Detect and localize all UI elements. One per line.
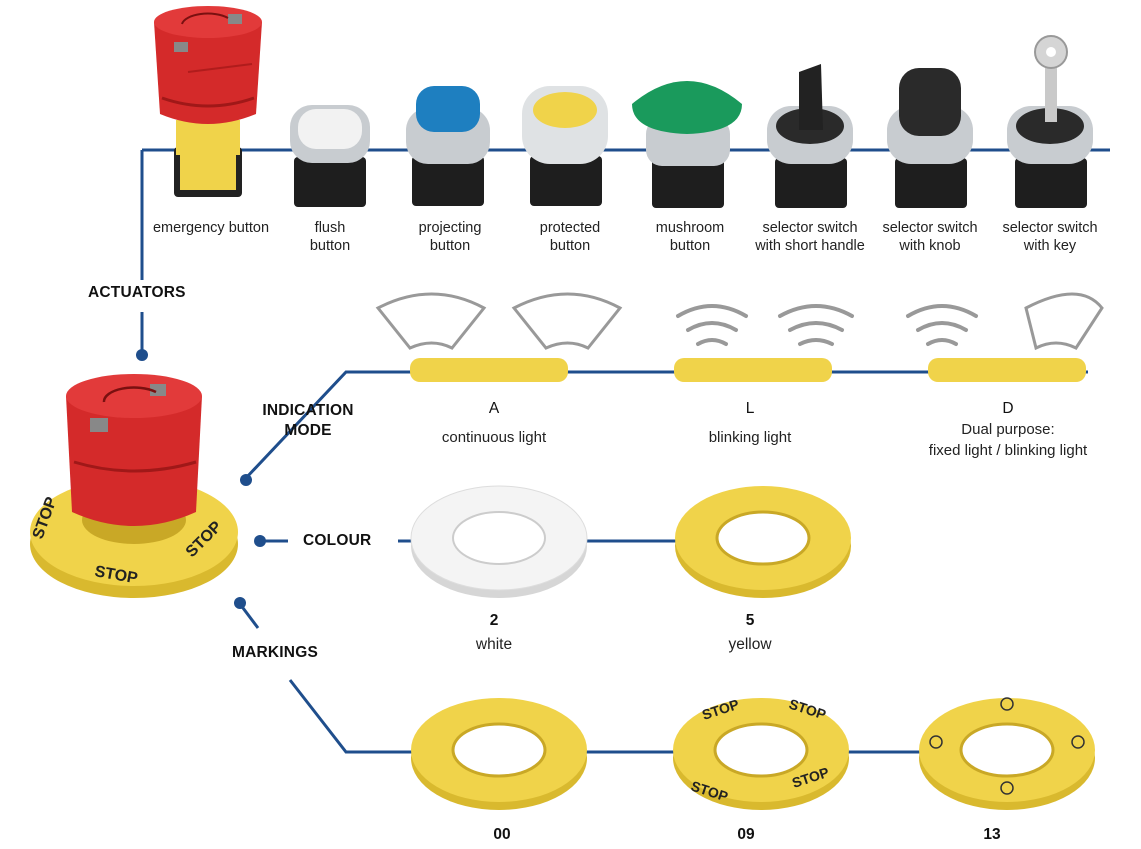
mode-label-d: Dual purpose: fixed light / blinking lig… xyxy=(928,421,1088,459)
emergency-button-image xyxy=(154,6,262,197)
actuator-label-emergency: emergency button xyxy=(152,220,270,236)
white-ring-image xyxy=(410,485,588,598)
markings-dot xyxy=(234,597,246,609)
protected-button-image xyxy=(522,86,608,206)
colour-dot xyxy=(254,535,266,547)
indication-dot xyxy=(240,474,252,486)
mode-code-l: L xyxy=(745,400,755,417)
marking-00-ring xyxy=(411,698,587,810)
marking-code-00: 00 xyxy=(493,826,511,843)
marking-13-ring xyxy=(919,697,1095,810)
marking-09-ring: STOP STOP STOP STOP xyxy=(673,696,849,810)
marking-code-09: 09 xyxy=(737,826,755,843)
indication-line xyxy=(244,370,1088,480)
mode-label-a: continuous light xyxy=(441,429,547,446)
selector-short-handle-image xyxy=(767,64,853,208)
mode-code-d: D xyxy=(1002,400,1014,417)
markings-line xyxy=(288,679,1000,754)
colour-code-5: 5 xyxy=(745,612,755,629)
section-actuators: ACTUATORS xyxy=(88,284,186,301)
indication-graphics xyxy=(375,292,1104,382)
selector-knob-image xyxy=(887,68,973,208)
mode-code-a: A xyxy=(488,400,500,417)
colour-name-white: white xyxy=(475,636,513,653)
light-wedge-icon xyxy=(375,292,487,350)
mushroom-button-image xyxy=(632,81,742,208)
selector-key-image xyxy=(1007,35,1093,208)
actuators-dot xyxy=(136,349,148,361)
colour-name-yellow: yellow xyxy=(728,636,772,653)
assembled-emergency-button: STOP STOP STOP xyxy=(30,374,238,598)
projecting-button-image xyxy=(406,86,490,206)
light-wedge-icon xyxy=(1024,292,1104,351)
yellow-ring-image xyxy=(675,486,851,598)
section-colour: COLOUR xyxy=(303,532,372,549)
marking-code-13: 13 xyxy=(983,826,1001,843)
section-indication-mode: INDICATION MODE xyxy=(262,402,354,439)
flush-button-image xyxy=(290,105,370,207)
light-wedge-icon xyxy=(511,292,623,350)
section-markings: MARKINGS xyxy=(232,644,318,661)
mode-label-l: blinking light xyxy=(708,429,792,446)
colour-code-2: 2 xyxy=(489,612,499,629)
